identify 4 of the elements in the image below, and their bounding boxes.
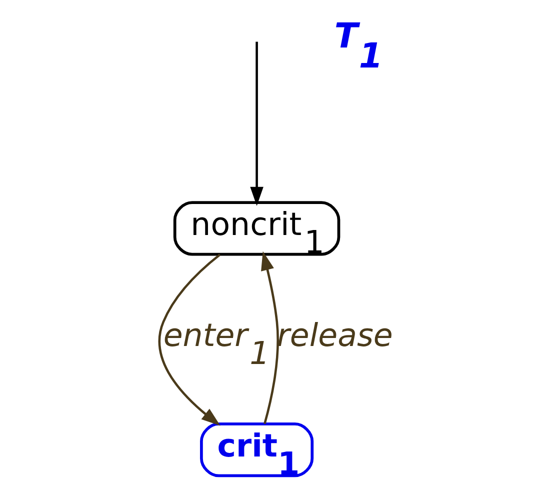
edge-label: release — [276, 318, 393, 354]
arrow — [250, 42, 264, 206]
arrow — [158, 254, 221, 426]
arrow — [261, 251, 279, 424]
